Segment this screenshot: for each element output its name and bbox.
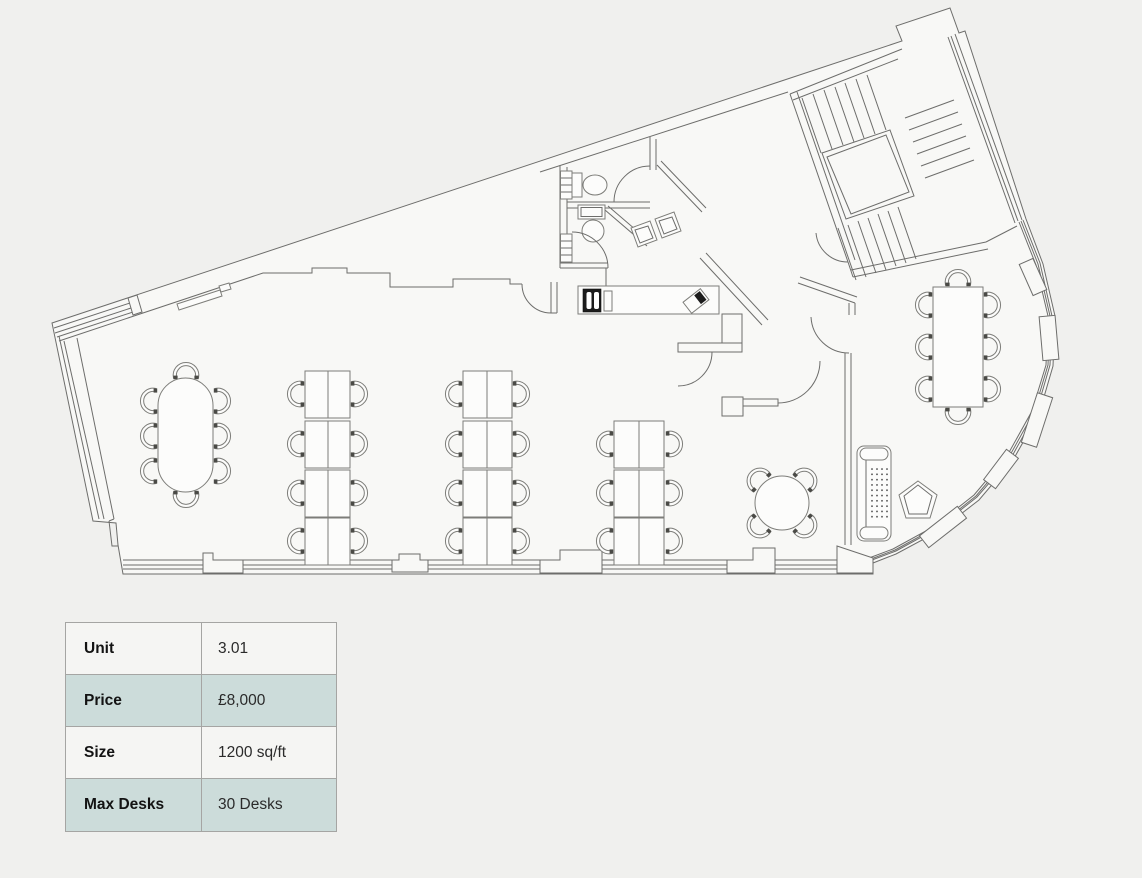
info-value: 1200 sq/ft bbox=[218, 743, 287, 761]
partitions bbox=[521, 276, 858, 545]
door-arc bbox=[810, 316, 850, 354]
wc-area bbox=[559, 137, 769, 326]
oval-meeting-table bbox=[139, 361, 232, 509]
table-row: Max Desks 30 Desks bbox=[66, 779, 336, 831]
door-arc bbox=[571, 231, 609, 269]
door-arc bbox=[613, 165, 651, 203]
door-arc bbox=[677, 351, 713, 387]
staircase bbox=[789, 33, 1023, 281]
toilet bbox=[577, 204, 606, 243]
phone bbox=[682, 288, 710, 314]
info-label: Unit bbox=[66, 623, 202, 674]
door-arc bbox=[521, 283, 552, 314]
info-label: Max Desks bbox=[66, 779, 202, 831]
toilet bbox=[571, 172, 608, 198]
monitor bbox=[603, 290, 613, 312]
wall-pillars bbox=[202, 257, 1060, 574]
building-outline bbox=[51, 7, 1056, 575]
sofa bbox=[856, 445, 892, 542]
wash-basins bbox=[630, 211, 682, 248]
table-row: Size 1200 sq/ft bbox=[66, 727, 336, 779]
desk-bank bbox=[595, 420, 684, 566]
unit-info-table: Unit 3.01 Price £8,000 Size 1200 sq/ft M… bbox=[65, 622, 337, 832]
elevator bbox=[821, 129, 915, 220]
info-value: 3.01 bbox=[218, 639, 249, 657]
pentagon-stool bbox=[898, 480, 938, 519]
window-end-cap bbox=[127, 294, 143, 316]
credenza bbox=[176, 282, 232, 311]
desk-bank bbox=[444, 370, 531, 566]
table-row: Price £8,000 bbox=[66, 675, 336, 727]
reception-counter bbox=[577, 285, 720, 315]
info-value: 30 Desks bbox=[218, 796, 283, 813]
table-row: Unit 3.01 bbox=[66, 623, 336, 675]
info-label: Price bbox=[66, 675, 202, 726]
door-arc bbox=[815, 232, 849, 263]
meeting-table bbox=[914, 268, 1002, 426]
desk-bank bbox=[286, 370, 369, 566]
info-label: Size bbox=[66, 727, 202, 778]
door-arc bbox=[777, 360, 821, 404]
round-table bbox=[741, 462, 823, 544]
info-value: £8,000 bbox=[218, 691, 266, 709]
